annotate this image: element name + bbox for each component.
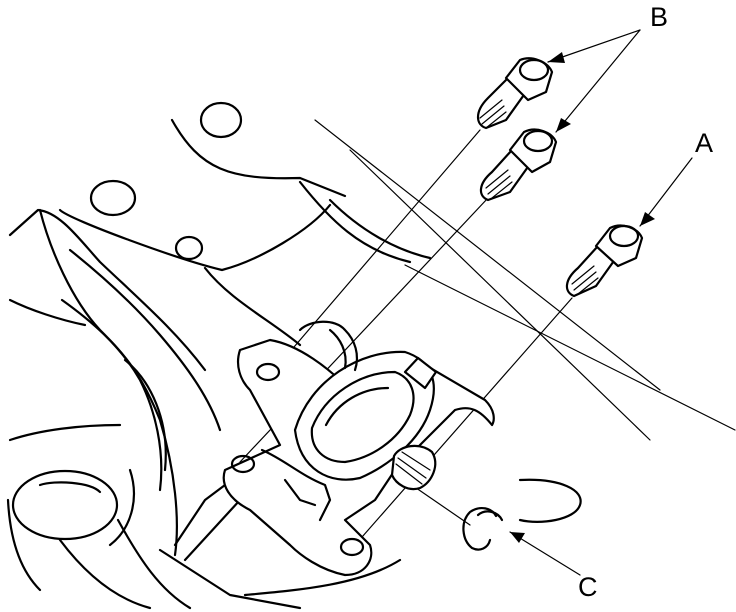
leader-b-upper [547,29,641,63]
bolt-b-upper [476,57,554,130]
knuckle-housing [6,101,582,610]
arrowhead-c [510,532,525,543]
bolt-b-lower [479,128,558,202]
arrowhead-b-lower [556,118,571,132]
callout-label-a: A [695,128,713,158]
snap-ring-c [462,506,504,551]
bolt-a [565,224,644,298]
leader-c [509,531,581,576]
leader-b-lower [555,29,641,133]
arrowhead-b-upper [548,52,565,63]
callout-label-b: B [650,2,668,32]
callout-leaders [509,29,693,576]
reference-lines [314,119,736,441]
callout-label-c: C [578,572,598,602]
arrowhead-a [640,212,655,226]
hub-bearing-assembly [222,320,495,577]
